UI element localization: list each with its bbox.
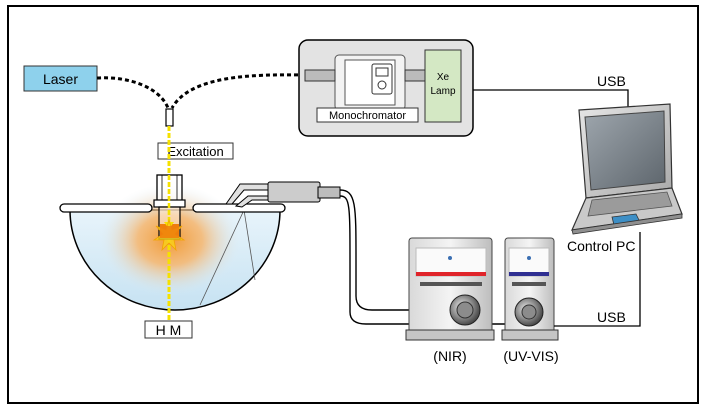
xe-lamp-label-line1: Xe [437, 72, 450, 83]
nir-panel [415, 247, 487, 277]
hm-label-box [144, 320, 193, 339]
monochromator-unit: Monochromator Xe Lamp [298, 39, 474, 137]
monochromator-label: Monochromator [329, 110, 406, 122]
xe-lamp-label-line2: Lamp [430, 86, 455, 97]
xe-lamp-box [424, 49, 462, 123]
uvvis-base [501, 329, 559, 341]
uvvis-stripe [509, 272, 549, 276]
nir-base [405, 329, 495, 341]
hm-label: H M [156, 322, 182, 338]
laptop-front-edge [571, 213, 683, 235]
control-pc-label: Control PC [567, 238, 635, 254]
usb-cable-top [473, 89, 629, 107]
nir-logo-icon [448, 256, 452, 260]
mono-output-port [404, 69, 426, 82]
mono-input-port [304, 69, 336, 82]
laptop-screen [584, 110, 666, 191]
nir-spectrometer [405, 237, 495, 341]
monochromator-display [375, 67, 389, 77]
monochromator-knob [377, 80, 387, 90]
laptop-keyboard [587, 191, 673, 217]
uvvis-label: (UV-VIS) [503, 348, 558, 364]
nir-stripe [416, 272, 486, 276]
nir-slot [420, 282, 482, 286]
usb-label-top: USB [597, 73, 626, 89]
uvvis-panel [508, 247, 550, 277]
monochromator-fiber [170, 73, 306, 109]
laser-label: Laser [43, 71, 78, 87]
usb-cable-bottom [554, 232, 641, 327]
laser-unit: Laser [23, 65, 98, 92]
detection-fiber-bundle [225, 181, 341, 208]
nir-label: (NIR) [433, 348, 466, 364]
excitation-label: Excitation [167, 144, 223, 159]
usb-label-bottom: USB [597, 309, 626, 325]
hemisphere-flange-left [59, 203, 153, 213]
monochromator-label-box [316, 107, 419, 123]
laser-fiber [96, 76, 170, 109]
fiber-cable-to-nir [339, 189, 465, 311]
uvvis-logo-icon [527, 256, 531, 260]
laser-box [23, 65, 98, 92]
fiber-probe-tip [165, 108, 174, 127]
uvvis-spectrometer [501, 237, 559, 341]
hemisphere-guide-2 [243, 209, 256, 281]
hemisphere-guide-1 [199, 209, 245, 306]
sample-liquid-front [160, 226, 179, 238]
uvvis-slot [512, 282, 546, 286]
control-pc-laptop [571, 103, 683, 235]
excitation-label-box [157, 142, 234, 160]
